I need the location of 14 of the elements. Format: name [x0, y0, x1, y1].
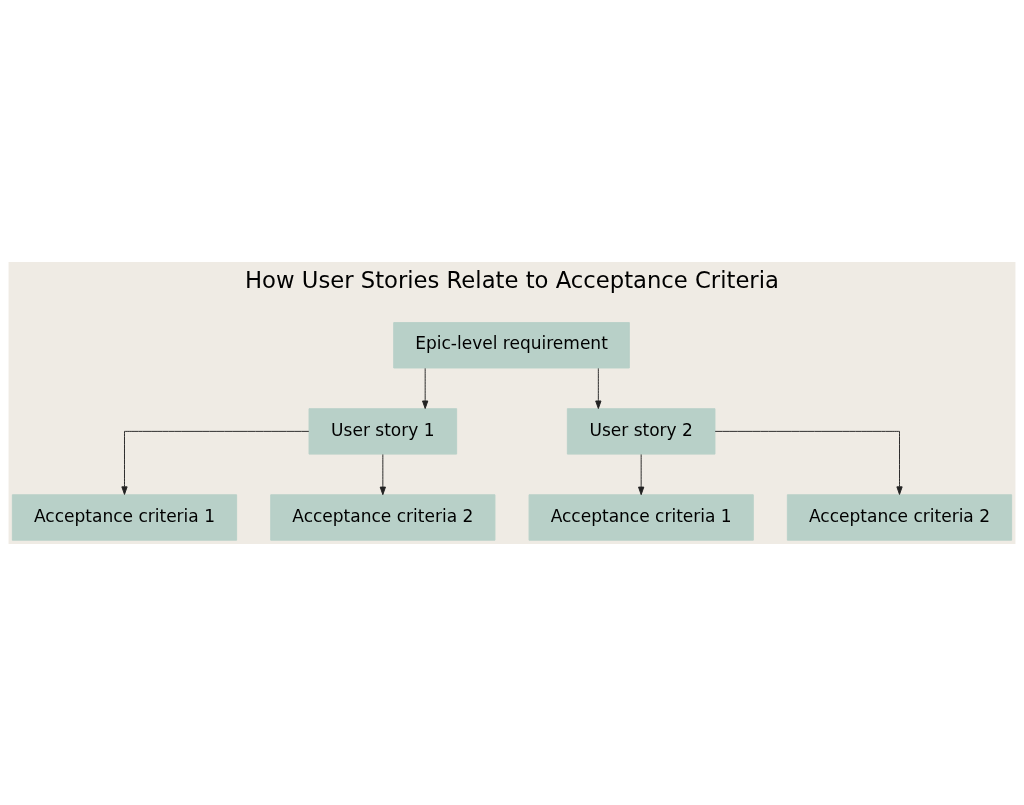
- diagram-title: How User Stories Relate to Acceptance Criteria: [245, 266, 779, 293]
- node-box: User story 1: [308, 407, 458, 455]
- node-box: Acceptance criteria 2: [270, 493, 496, 541]
- node-box: Acceptance criteria 2: [786, 493, 1013, 541]
- arrow: [638, 453, 645, 495]
- node-box: Epic-level requirement: [393, 321, 630, 368]
- arrow: [121, 430, 310, 495]
- node-box: User story 2: [566, 407, 716, 455]
- node-box: Acceptance criteria 1: [528, 493, 754, 541]
- node-box: Acceptance criteria 1: [11, 493, 238, 541]
- arrow: [422, 367, 429, 409]
- arrow: [714, 430, 903, 495]
- arrow: [379, 453, 386, 495]
- arrow: [595, 367, 602, 409]
